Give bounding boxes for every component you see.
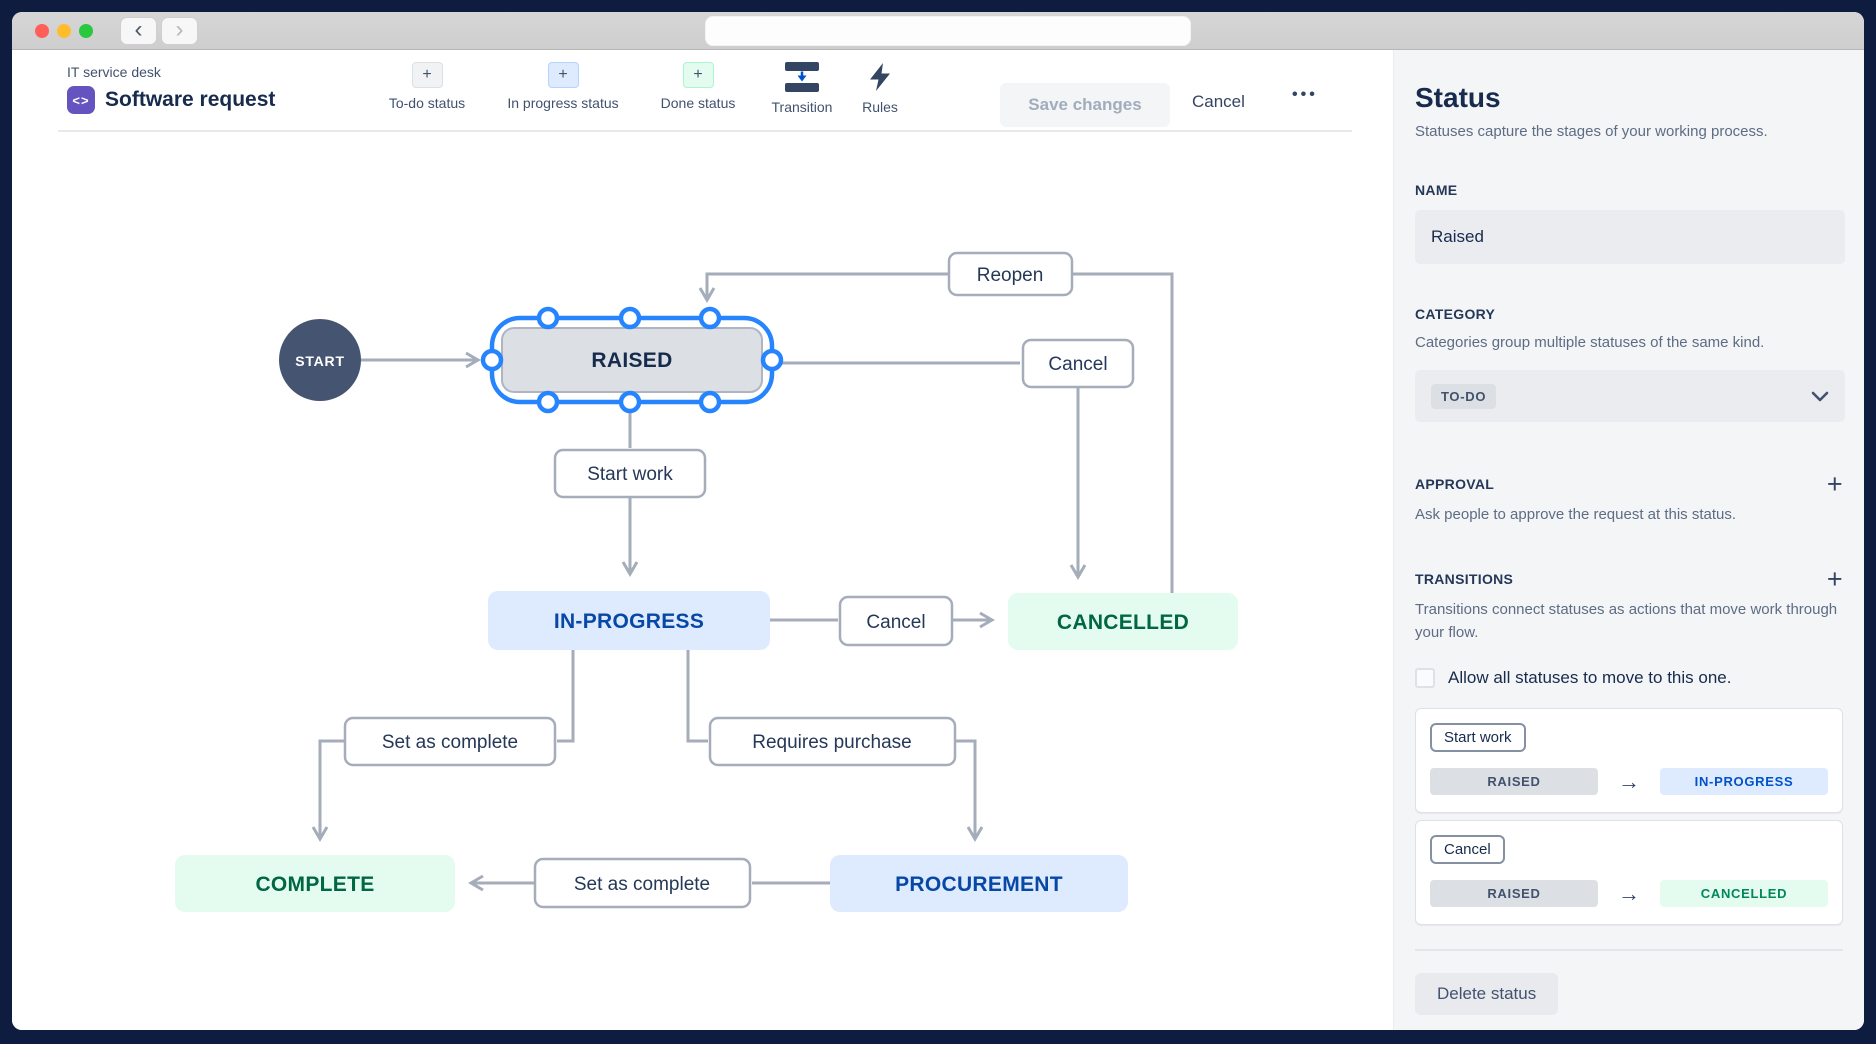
transition-icon <box>785 62 819 92</box>
page-title: Software request <box>105 88 276 111</box>
transition-action-chip[interactable]: Start work <box>1430 723 1526 752</box>
plus-icon: + <box>411 62 443 88</box>
done-status-label: Done status <box>660 95 736 111</box>
status-name-input[interactable] <box>1415 210 1845 264</box>
category-value-badge: TO-DO <box>1431 383 1497 409</box>
arrow-right-icon: → <box>1618 768 1640 794</box>
editor-toolbar: IT service desk <> Software request + To… <box>12 50 1393 132</box>
workflow-diagram[interactable]: START RAISED Reopen <box>12 130 1393 1030</box>
to-status-badge: IN-PROGRESS <box>1660 768 1828 795</box>
transition-card-cancel[interactable]: Cancel RAISED → CANCELLED <box>1415 820 1843 925</box>
arrow-right-icon: → <box>1618 880 1640 906</box>
complete-node-label: COMPLETE <box>255 873 374 896</box>
transition-start-work[interactable]: Start work <box>553 448 707 499</box>
start-node-label: START <box>295 353 345 369</box>
delete-status-button[interactable]: Delete status <box>1415 973 1559 1015</box>
to-status-badge: CANCELLED <box>1660 880 1828 907</box>
procurement-node-label: PROCUREMENT <box>895 873 1063 896</box>
plus-icon: + <box>682 62 714 88</box>
workflow-icon: <> <box>67 86 95 114</box>
add-done-status-button[interactable]: + Done status <box>640 62 756 111</box>
edge-setcomplete-to-complete[interactable] <box>311 739 345 842</box>
breadcrumb[interactable]: IT service desk <box>67 64 161 80</box>
inprogress-status-label: In progress status <box>507 95 619 111</box>
rules-button[interactable]: Rules <box>842 62 918 115</box>
cancel-button[interactable]: Cancel <box>1192 92 1245 111</box>
browser-window: ‹ › IT service desk <> Software request … <box>12 12 1864 1030</box>
selection-handles[interactable] <box>480 306 784 414</box>
maximize-button[interactable] <box>79 24 93 38</box>
address-bar[interactable] <box>705 16 1191 46</box>
node-start[interactable]: START <box>279 319 361 401</box>
name-label: NAME <box>1415 182 1458 198</box>
approval-label: APPROVAL <box>1415 476 1495 493</box>
window-controls <box>35 24 93 38</box>
lightning-icon <box>870 63 890 91</box>
plus-icon: + <box>547 62 579 88</box>
node-cancelled[interactable]: CANCELLED <box>1008 593 1238 650</box>
cancel-label: Cancel <box>866 612 925 633</box>
start-work-label: Start work <box>587 464 673 485</box>
raised-node-label: RAISED <box>591 349 672 372</box>
cancelled-node-label: CANCELLED <box>1057 611 1189 634</box>
more-menu-button[interactable]: ••• <box>1292 86 1318 103</box>
back-icon: ‹ <box>134 15 143 43</box>
category-select[interactable]: TO-DO <box>1415 370 1845 423</box>
transition-set-as-complete-left[interactable]: Set as complete <box>343 716 557 767</box>
node-procurement[interactable]: PROCUREMENT <box>830 855 1128 912</box>
chevron-down-icon <box>1811 391 1829 402</box>
add-transition-icon[interactable]: + <box>1826 563 1843 594</box>
from-status-badge: RAISED <box>1430 880 1598 907</box>
category-label: CATEGORY <box>1415 306 1496 322</box>
back-button[interactable]: ‹ <box>120 17 157 45</box>
in-progress-node-label: IN-PROGRESS <box>554 610 704 633</box>
transitions-description: Transitions connect statuses as actions … <box>1415 600 1838 641</box>
edge-inprogress-to-setcomplete[interactable] <box>557 650 575 743</box>
requires-purchase-label: Requires purchase <box>752 732 911 753</box>
add-todo-status-button[interactable]: + To-do status <box>369 62 485 111</box>
set-as-complete-label: Set as complete <box>574 874 710 895</box>
workflow-editor-canvas: IT service desk <> Software request + To… <box>12 50 1393 1030</box>
category-description: Categories group multiple statuses of th… <box>1415 334 1765 351</box>
edge-inprogress-to-purchase[interactable] <box>686 650 708 743</box>
add-transition-button[interactable]: Transition <box>764 62 840 115</box>
transition-set-as-complete-bottom[interactable]: Set as complete <box>533 857 752 909</box>
transitions-label: TRANSITIONS <box>1415 570 1514 587</box>
transition-cancel-from-inprogress[interactable]: Cancel <box>838 595 954 647</box>
allow-all-row: Allow all statuses to move to this one. <box>1415 668 1843 688</box>
browser-titlebar: ‹ › <box>12 12 1864 50</box>
node-complete[interactable]: COMPLETE <box>175 855 455 912</box>
cancel-label: Cancel <box>1048 354 1107 375</box>
add-inprogress-status-button[interactable]: + In progress status <box>505 62 621 111</box>
from-status-badge: RAISED <box>1430 768 1598 795</box>
sidebar-divider <box>1415 949 1843 951</box>
transition-requires-purchase[interactable]: Requires purchase <box>708 716 957 767</box>
panel-subtitle: Statuses capture the stages of your work… <box>1415 123 1768 140</box>
minimize-button[interactable] <box>57 24 71 38</box>
node-in-progress[interactable]: IN-PROGRESS <box>488 591 770 650</box>
allow-all-label: Allow all statuses to move to this one. <box>1448 668 1732 687</box>
rules-label: Rules <box>862 99 898 115</box>
close-button[interactable] <box>35 24 49 38</box>
status-panel: Status Statuses capture the stages of yo… <box>1393 50 1864 1030</box>
forward-button[interactable]: › <box>161 17 198 45</box>
panel-title: Status <box>1415 82 1501 113</box>
set-as-complete-label: Set as complete <box>382 732 518 753</box>
todo-status-label: To-do status <box>388 95 466 111</box>
approval-description: Ask people to approve the request at thi… <box>1415 506 1737 524</box>
transition-reopen[interactable]: Reopen <box>947 251 1074 297</box>
add-approval-icon[interactable]: + <box>1826 469 1843 500</box>
transition-cancel-from-raised[interactable]: Cancel <box>1021 338 1135 389</box>
save-changes-button[interactable]: Save changes <box>1000 83 1170 127</box>
transition-label: Transition <box>771 99 833 115</box>
edge-reopen[interactable] <box>698 272 1174 593</box>
allow-all-checkbox[interactable] <box>1415 668 1435 688</box>
node-raised-selected[interactable]: RAISED <box>480 306 784 414</box>
toolbar-divider <box>58 130 1352 132</box>
edge-purchase-to-procurement[interactable] <box>955 739 984 842</box>
forward-icon: › <box>175 15 184 43</box>
transition-card-start-work[interactable]: Start work RAISED → IN-PROGRESS <box>1415 708 1843 813</box>
transition-action-chip[interactable]: Cancel <box>1430 835 1505 864</box>
reopen-label: Reopen <box>977 265 1044 286</box>
